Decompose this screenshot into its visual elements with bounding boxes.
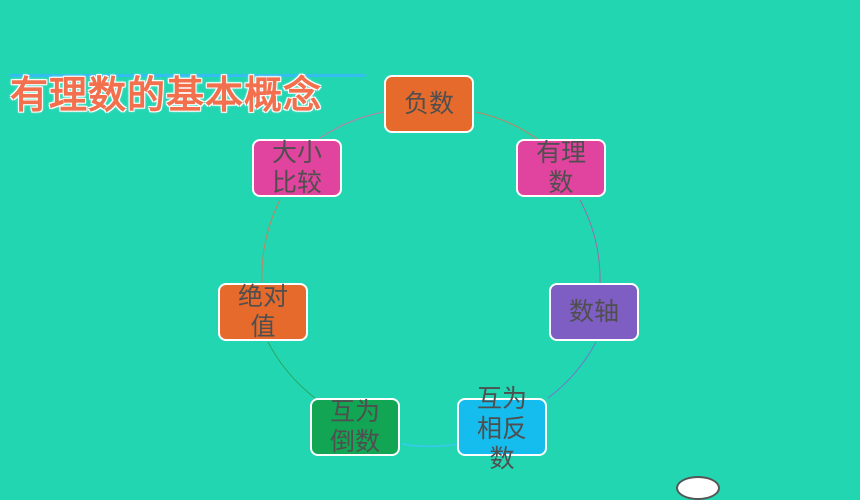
node-shuzhou[interactable]: 数轴 (549, 283, 639, 341)
node-shuzhou-label: 数轴 (568, 297, 619, 326)
node-huweixiangfanshu[interactable]: 互为 相反 数 (457, 384, 547, 473)
cycle-connector-ring (261, 111, 601, 448)
node-daxiaobijiao-label: 大小 比较 (271, 138, 322, 197)
node-daxiaobijiao[interactable]: 大小 比较 (252, 138, 342, 197)
node-huweidaoshu[interactable]: 互为 倒数 (310, 397, 400, 456)
node-jueduizhi[interactable]: 绝对 值 (218, 282, 308, 341)
node-jueduizhi-label: 绝对 值 (237, 282, 288, 341)
decorative-shape (676, 476, 720, 500)
node-fushu[interactable]: 负数 (384, 75, 474, 133)
node-youlishu[interactable]: 有理 数 (516, 138, 606, 197)
node-huweixiangfanshu-label: 互为 相反 数 (476, 384, 527, 473)
slide-title: 有理数的基本概念 (10, 73, 323, 117)
node-huweidaoshu-label: 互为 倒数 (329, 397, 380, 456)
title-underline (10, 74, 366, 77)
node-youlishu-label: 有理 数 (535, 138, 586, 197)
node-fushu-label: 负数 (403, 89, 454, 118)
